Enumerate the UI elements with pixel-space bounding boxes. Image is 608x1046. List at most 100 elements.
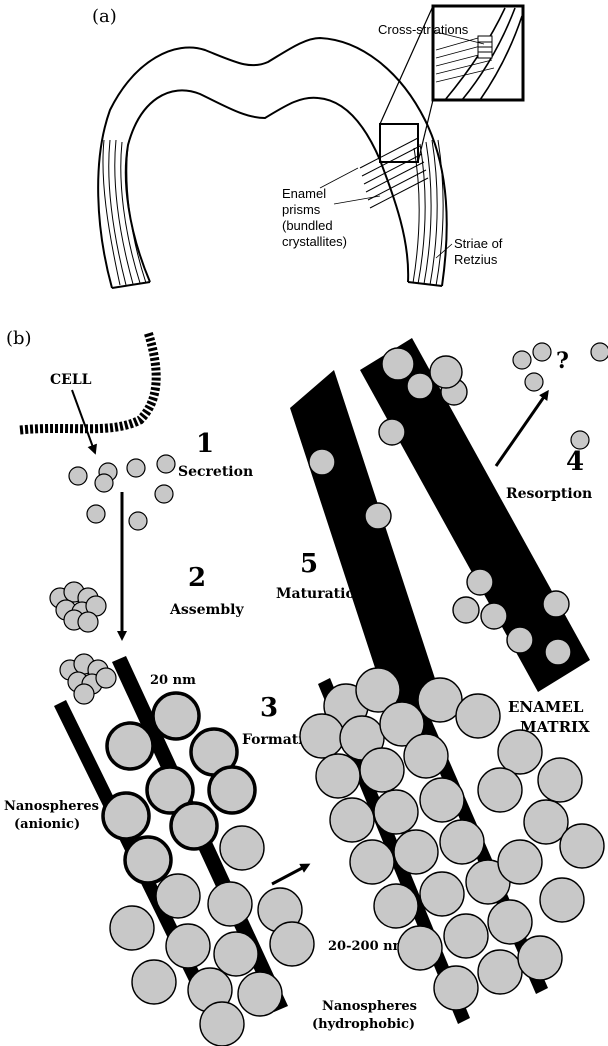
cell-arrow — [72, 390, 94, 450]
step-2-number: 2 — [188, 563, 206, 593]
secreted-nanosphere — [127, 459, 145, 477]
maturation-nanosphere — [309, 449, 335, 475]
tooth-base-left — [112, 282, 150, 288]
hydrophobic-nanosphere — [208, 882, 252, 926]
hydrophobic-nanosphere — [478, 768, 522, 812]
step-3-number: 3 — [260, 693, 278, 723]
hydrophobic-nanosphere — [220, 826, 264, 870]
maturation-nanosphere — [382, 348, 414, 380]
question-mark: ? — [556, 348, 569, 374]
hydrophobic-nanosphere — [478, 950, 522, 994]
hydrophobic-nanosphere — [444, 914, 488, 958]
assembly-cluster-sphere — [96, 668, 116, 688]
secreted-nanosphere — [513, 351, 531, 369]
secreted-nanosphere — [87, 505, 105, 523]
assembly-cluster-sphere — [74, 684, 94, 704]
hydrophobic-nanosphere — [420, 778, 464, 822]
cross-striations-label: Cross-striations — [378, 22, 469, 37]
cell-label: CELL — [50, 372, 92, 388]
anionic-nanosphere — [125, 837, 171, 883]
magnified-inset — [433, 6, 523, 100]
hydrophobic-nanosphere — [374, 790, 418, 834]
svg-text:ENAMEL: ENAMEL — [508, 698, 584, 716]
hydrophobic-nanosphere — [350, 840, 394, 884]
panel-a: (a) — [92, 6, 523, 288]
panel-a-label: (a) — [92, 6, 117, 27]
svg-text:Nanospheres: Nanospheres — [4, 799, 99, 814]
svg-text:prisms: prisms — [282, 202, 321, 217]
hydrophobic-nanosphere — [538, 758, 582, 802]
hydrophobic-nanosphere — [440, 820, 484, 864]
hydrophobic-nanosphere — [238, 972, 282, 1016]
svg-text:crystallites): crystallites) — [282, 234, 347, 249]
hydrophobic-nanosphere — [420, 872, 464, 916]
secreted-nanosphere — [533, 343, 551, 361]
dentin-junction-outline — [126, 90, 408, 282]
secreted-nanosphere — [591, 343, 608, 361]
svg-text:(bundled: (bundled — [282, 218, 333, 233]
enamel-prisms-leader-1 — [320, 168, 358, 188]
step-1-label: Secretion — [178, 464, 253, 480]
formation-to-maturation-arrow — [272, 866, 306, 884]
step-1-number: 1 — [196, 429, 214, 459]
step-5-number: 5 — [300, 549, 318, 579]
hydrophobic-nanosphere — [518, 936, 562, 980]
hydrophobic-nanosphere — [398, 926, 442, 970]
anionic-nanosphere — [103, 793, 149, 839]
hydrophobic-nanosphere — [374, 884, 418, 928]
anionic-nanosphere — [209, 767, 255, 813]
step-2-label: Assembly — [169, 602, 244, 618]
striae-leader — [436, 244, 452, 258]
anionic-nanosphere — [171, 803, 217, 849]
anionic-nanosphere — [153, 693, 199, 739]
hydrophobic-nanosphere — [404, 734, 448, 778]
anionic-nanosphere — [107, 723, 153, 769]
maturation-nanosphere — [481, 603, 507, 629]
size-20nm-label: 20 nm — [150, 673, 196, 688]
hydrophobic-nanosphere — [498, 730, 542, 774]
enamel-prisms-label: Enamel prisms (bundled crystallites) — [282, 186, 347, 249]
hydrophobic-nanosphere — [316, 754, 360, 798]
hydrophobic-nanosphere — [110, 906, 154, 950]
hydrophobic-nanosphere — [394, 830, 438, 874]
hydrophobic-nanosphere — [270, 922, 314, 966]
nanospheres-anionic-label: Nanospheres (anionic) — [4, 799, 99, 832]
secreted-nanosphere — [69, 467, 87, 485]
svg-text:(anionic): (anionic) — [14, 817, 80, 832]
maturation-nanosphere — [467, 569, 493, 595]
hydrophobic-nanosphere — [214, 932, 258, 976]
maturation-nanosphere — [453, 597, 479, 623]
panel-b-label: (b) — [6, 328, 32, 349]
hydrophobic-nanosphere — [498, 840, 542, 884]
resorption-arrow — [496, 394, 546, 466]
striae-of-retzius-label: Striae of Retzius — [454, 236, 503, 267]
svg-text:(hydrophobic): (hydrophobic) — [312, 1017, 415, 1032]
assembly-cluster-sphere — [78, 612, 98, 632]
secreted-nanosphere — [95, 474, 113, 492]
panel-b: (b) CELL 1 Secretion 2 Assembly 3 Format… — [4, 328, 608, 1046]
maturation-nanosphere — [379, 419, 405, 445]
hydrophobic-nanosphere — [132, 960, 176, 1004]
hydrophobic-nanosphere — [434, 966, 478, 1010]
secreted-nanosphere — [525, 373, 543, 391]
nanospheres-hydrophobic-label: Nanospheres (hydrophobic) — [312, 999, 417, 1032]
hydrophobic-nanosphere — [200, 1002, 244, 1046]
hydrophobic-nanosphere — [330, 798, 374, 842]
maturation-nanosphere — [507, 627, 533, 653]
hydrophobic-nanosphere — [560, 824, 604, 868]
secreted-nanosphere — [571, 431, 589, 449]
hydrophobic-nanosphere — [456, 694, 500, 738]
maturation-nanosphere — [543, 591, 569, 617]
svg-text:Nanospheres: Nanospheres — [322, 999, 417, 1014]
secreted-nanosphere — [155, 485, 173, 503]
size-20-200nm-label: 20-200 nm — [328, 939, 407, 954]
step-4-label: Resorption — [506, 486, 592, 502]
hydrophobic-nanosphere — [360, 748, 404, 792]
hydrophobic-nanosphere — [156, 874, 200, 918]
step-4-number: 4 — [566, 447, 584, 477]
hydrophobic-nanosphere — [300, 714, 344, 758]
maturation-nanosphere — [430, 356, 462, 388]
maturation-nanosphere — [407, 373, 433, 399]
hydrophobic-nanosphere — [488, 900, 532, 944]
